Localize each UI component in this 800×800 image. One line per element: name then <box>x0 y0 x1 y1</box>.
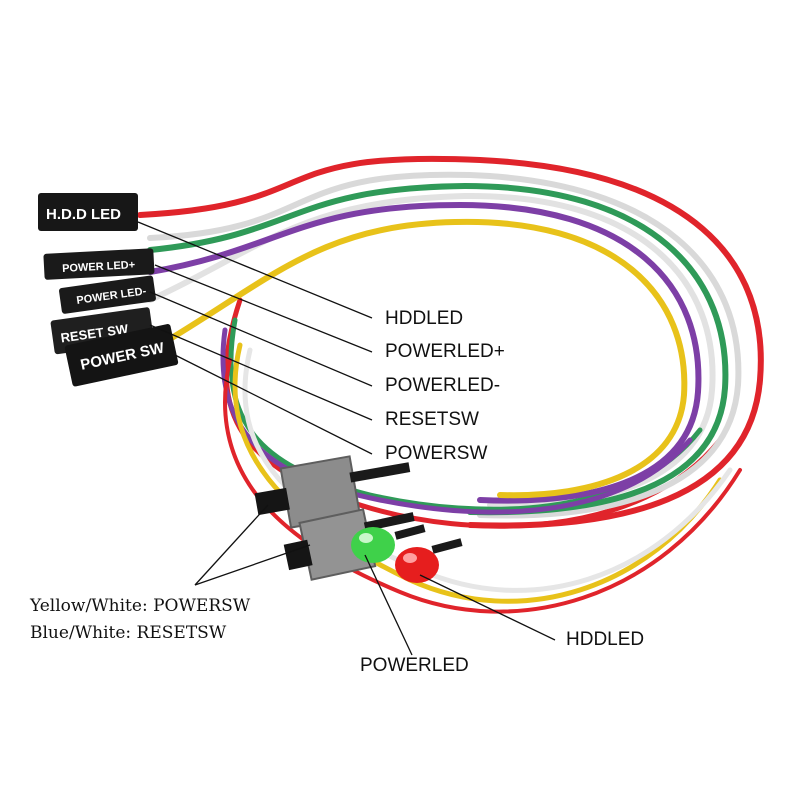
label-powerled-bottom: POWERLED <box>360 655 469 676</box>
power-switch <box>254 455 411 529</box>
wire-purple <box>147 201 702 504</box>
wire-green <box>147 182 729 516</box>
label-powerled-plus: POWERLED+ <box>385 341 505 362</box>
wire-purple-lower <box>220 327 693 515</box>
green-led <box>351 524 426 563</box>
wire-bundle <box>137 155 764 614</box>
wire-red-bottom <box>223 358 742 614</box>
label-hddled-bottom: HDDLED <box>566 629 645 650</box>
label-resetsw: RESETSW <box>385 409 479 430</box>
connector-hdd-led: H.D.D LED <box>38 193 138 231</box>
leader-lines <box>137 221 556 656</box>
note-blue-white: Blue/White: RESETSW <box>30 623 227 643</box>
connector-hdd-led-text: H.D.D LED <box>46 206 121 223</box>
connector-power-sw: POWER SW <box>64 324 179 387</box>
connector-power-led-plus: POWER LED+ <box>43 248 155 280</box>
connector-power-led-plus-text: POWER LED+ <box>62 259 136 275</box>
red-led <box>395 538 463 583</box>
connector-power-led-minus: POWER LED- <box>59 275 156 314</box>
label-powerled-minus: POWERLED- <box>385 375 501 396</box>
label-powersw: POWERSW <box>385 443 488 464</box>
reset-switch <box>283 508 415 581</box>
note-yellow-white: Yellow/White: POWERSW <box>30 596 251 616</box>
wire-red <box>137 155 764 529</box>
wire-yellow <box>157 218 688 499</box>
label-hddled: HDDLED <box>385 308 464 329</box>
wire-white <box>147 171 742 519</box>
